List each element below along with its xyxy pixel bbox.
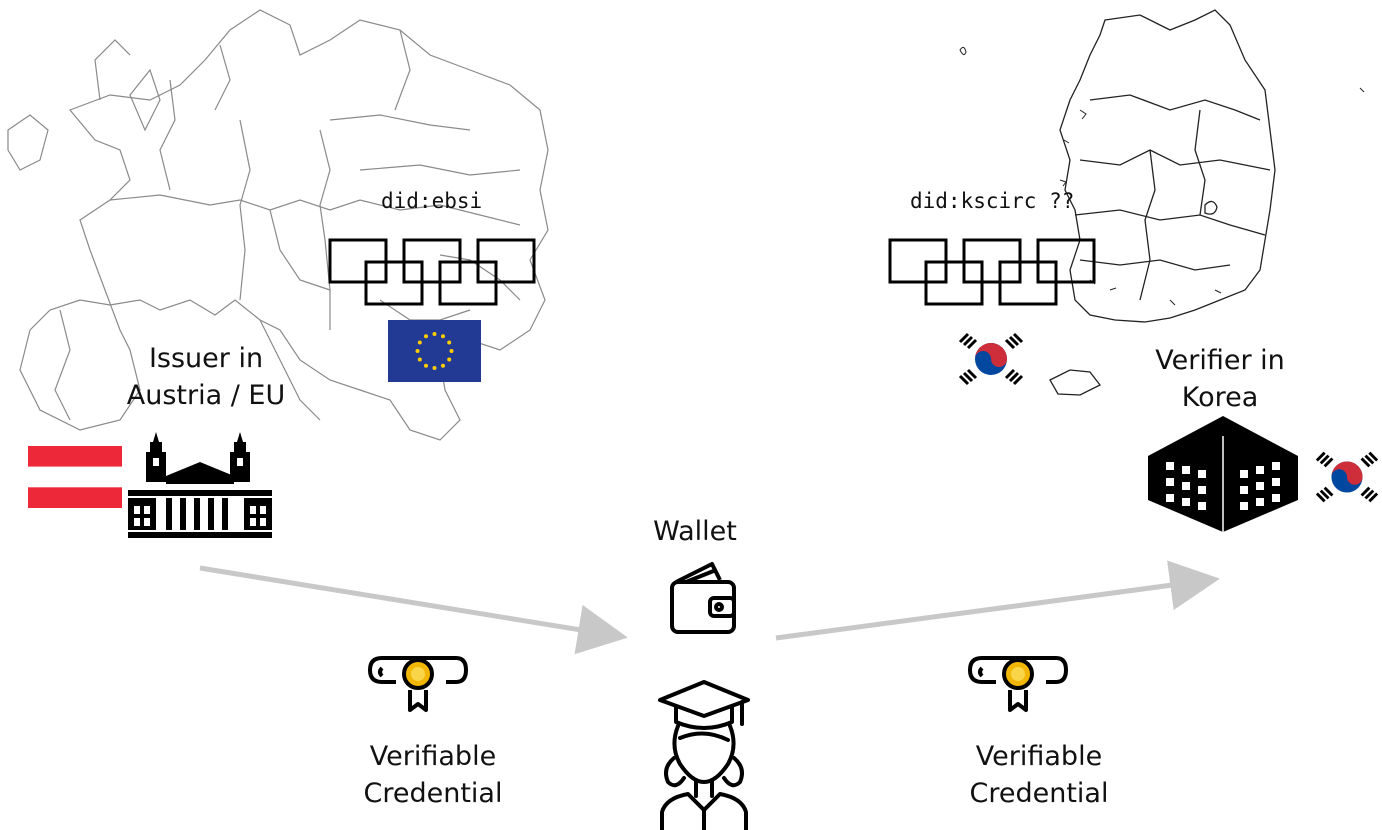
austria-flag-icon bbox=[28, 446, 122, 508]
credential-left-line2: Credential bbox=[363, 778, 503, 809]
issuer-did-label: did:ebsi bbox=[381, 189, 483, 213]
credential-right-line2: Credential bbox=[969, 778, 1109, 809]
credential-left-line1: Verifiable bbox=[369, 741, 497, 772]
verifier-label-line1: Verifier in bbox=[1155, 345, 1285, 376]
credential-right-line1: Verifiable bbox=[975, 741, 1103, 772]
wallet-icon bbox=[670, 562, 736, 634]
university-building-icon bbox=[128, 432, 272, 538]
verifier-label-line2: Korea bbox=[1181, 382, 1259, 413]
korea-map bbox=[959, 9, 1365, 396]
issuer-label-line2: Austria / EU bbox=[126, 380, 286, 411]
credential-left-label: Verifiable Credential bbox=[336, 738, 530, 812]
issuer-label-line1: Issuer in bbox=[148, 343, 264, 374]
verifier-label: Verifier in Korea bbox=[1130, 342, 1310, 416]
student-icon bbox=[658, 680, 750, 830]
korea-flag-icon bbox=[1315, 451, 1379, 503]
europe-map bbox=[7, 9, 549, 441]
issuer-label: Issuer in Austria / EU bbox=[100, 340, 312, 414]
blockchain-icon bbox=[328, 238, 536, 306]
korea-flag-icon bbox=[958, 332, 1024, 386]
certificate-icon bbox=[368, 656, 468, 712]
verifier-did-label: did:kscirc ?? bbox=[910, 189, 1075, 213]
credential-right-label: Verifiable Credential bbox=[942, 738, 1136, 812]
eu-flag-icon bbox=[388, 320, 481, 382]
wallet-label: Wallet bbox=[653, 516, 737, 547]
office-building-icon bbox=[1148, 416, 1298, 532]
blockchain-icon bbox=[888, 238, 1096, 306]
certificate-icon bbox=[968, 656, 1068, 712]
